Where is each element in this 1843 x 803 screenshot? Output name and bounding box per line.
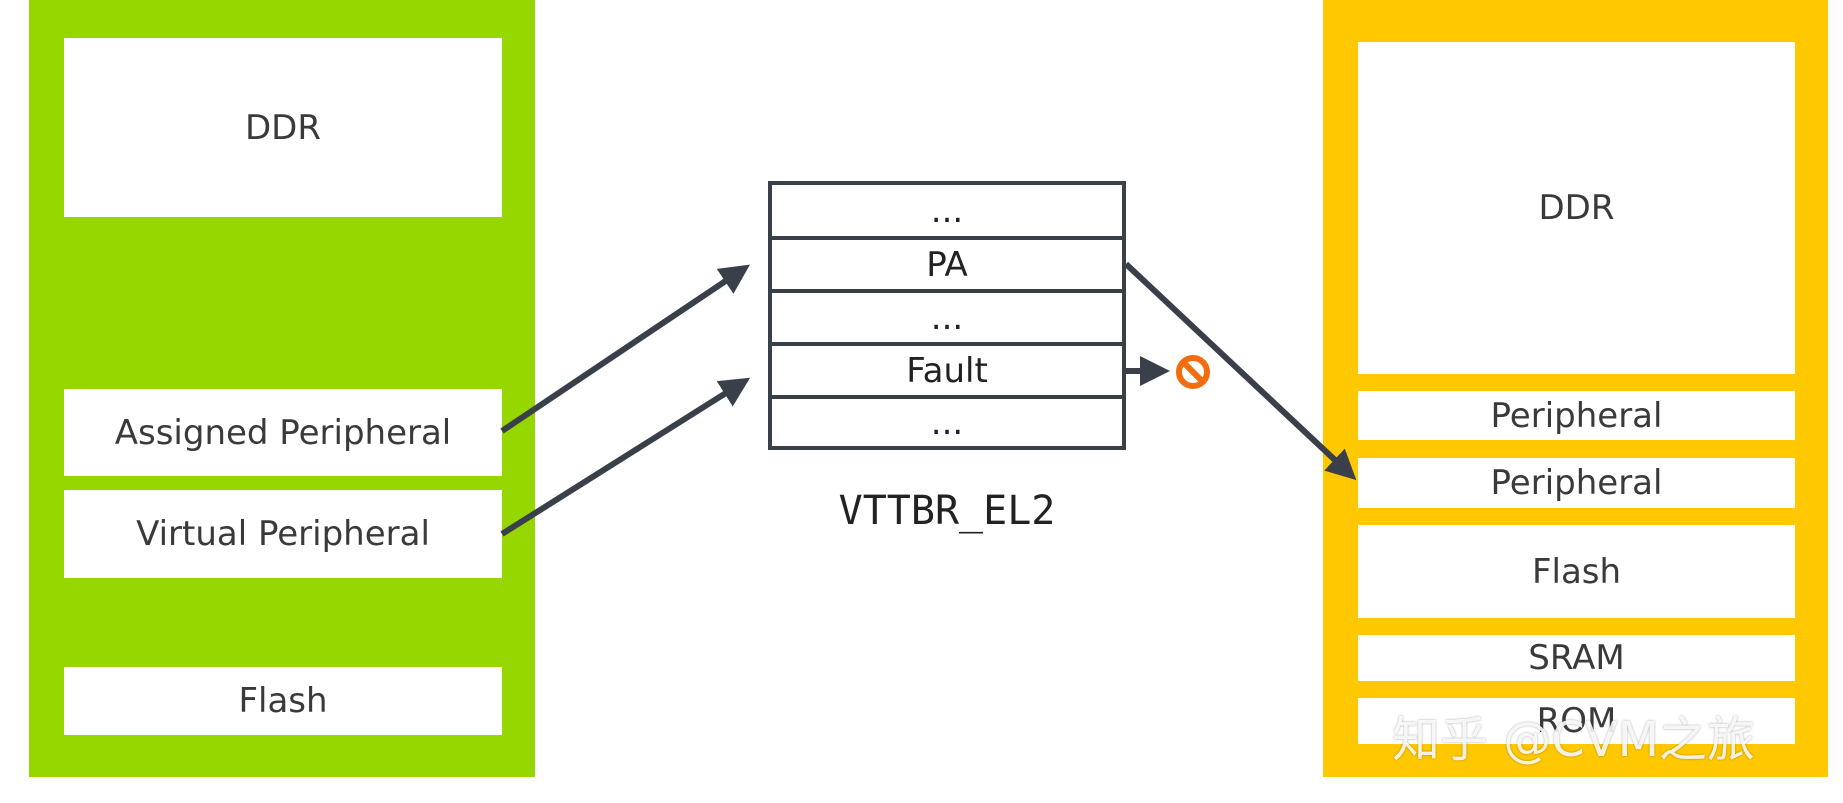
physical-flash: Flash [1358,525,1795,618]
guest-ddr: DDR [64,38,502,217]
physical-peripheral: Peripheral [1358,458,1795,508]
physical-rom: ROM [1358,698,1795,744]
table-row-pa: PA [772,236,1122,289]
physical-peripheral: Peripheral [1358,391,1795,440]
physical-sram: SRAM [1358,635,1795,681]
blocked-icon [1176,355,1210,389]
guest-assigned-peripheral: Assigned Peripheral [64,389,502,476]
translation-table-label: VTTBR_EL2 [838,488,1056,534]
table-row: ... [930,190,964,231]
guest-virtual-peripheral: Virtual Peripheral [64,490,502,578]
table-row: ... [772,289,1122,342]
watermark: 知乎 @CVM之旅 [1392,712,1756,768]
table-row: ... [772,395,1122,446]
arrow-pa-to-peripheral [1123,261,1357,481]
arrow-assigned-to-pa [500,264,750,434]
translation-table: ... PA ... Fault ... [768,181,1126,450]
guest-flash: Flash [64,667,502,735]
physical-ddr: DDR [1358,42,1795,374]
arrow-virtual-to-fault [500,377,751,537]
table-row-fault: Fault [772,342,1122,395]
